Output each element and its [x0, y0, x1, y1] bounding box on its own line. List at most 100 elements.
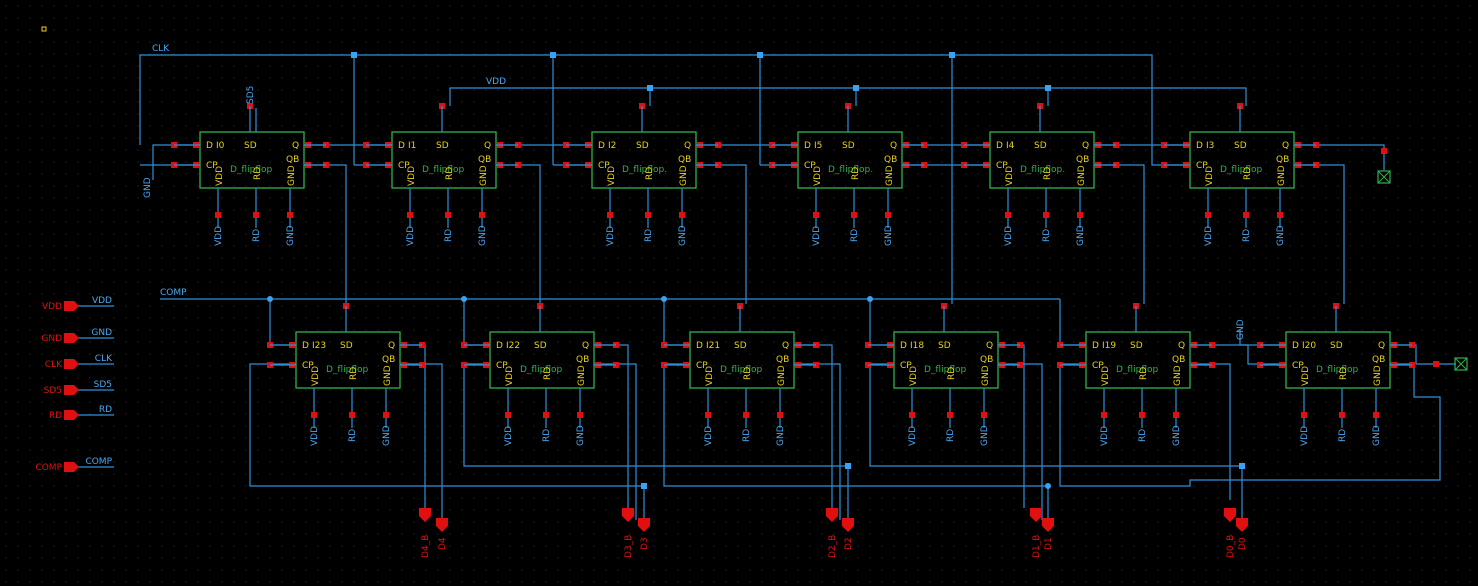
- port-pin-label: COMP: [35, 463, 62, 473]
- net-label-rd: RD: [1242, 229, 1252, 242]
- output-arrow-icon: [1236, 518, 1248, 532]
- pin-supply-terminal: [777, 412, 783, 418]
- cell-name: D_flipflop: [1116, 365, 1158, 375]
- instance-name: I20: [1302, 341, 1316, 351]
- net-label-rd: RD: [252, 229, 262, 242]
- port-net-label: RD: [99, 405, 112, 415]
- pin-label-sd: SD: [938, 341, 951, 351]
- pin-label-sd: SD: [244, 141, 257, 151]
- pin-label-vdd: VDD: [311, 366, 321, 386]
- pin-label-vdd: VDD: [1101, 366, 1111, 386]
- pin-supply-terminal: [1139, 412, 1145, 418]
- pin-supply-terminal: [479, 212, 485, 218]
- pin-label-rd: RD: [349, 367, 359, 380]
- port-arrow-icon: [64, 333, 79, 343]
- port-net-label: GND: [91, 328, 112, 338]
- pin-label-qb: QB: [1076, 155, 1089, 165]
- net-label-vdd: VDD: [504, 426, 514, 446]
- instance-name: I18: [910, 341, 924, 351]
- port-pin-label: SD5: [44, 386, 62, 396]
- pin-label-gnd: GND: [1077, 165, 1087, 186]
- net-label-gnd-left: GND: [143, 177, 153, 198]
- instance-name: I19: [1102, 341, 1116, 351]
- pin-supply-terminal: [1101, 412, 1107, 418]
- flipflop-body: [591, 131, 697, 189]
- net-label-gnd: GND: [1076, 225, 1086, 246]
- cell-name: D_flipflop: [720, 365, 762, 375]
- pin-label-sd: SD: [734, 341, 747, 351]
- pin-label-d: D: [900, 341, 907, 351]
- pin-supply-terminal: [705, 412, 711, 418]
- pin-supply-terminal: [287, 212, 293, 218]
- port-net-label: VDD: [92, 296, 112, 306]
- pin-supply-terminal: [1277, 212, 1283, 218]
- net-label-rd: RD: [850, 229, 860, 242]
- pin-label-qb: QB: [776, 355, 789, 365]
- pin-label-cp: CP: [302, 361, 314, 371]
- net-label-rd: RD: [542, 429, 552, 442]
- pin-label-gnd: GND: [885, 165, 895, 186]
- pin-label-qb: QB: [576, 355, 589, 365]
- pin-label-q: Q: [484, 141, 491, 151]
- port-net-label: SD5: [94, 380, 112, 390]
- net-label-gnd-right: GND: [1236, 319, 1246, 340]
- flipflop-body: [199, 131, 305, 189]
- net-label-vdd: VDD: [908, 426, 918, 446]
- pin-supply-terminal: [445, 212, 451, 218]
- pin-label-vdd: VDD: [607, 166, 617, 186]
- pin-label-d: D: [696, 341, 703, 351]
- output-arrow-icon: [1224, 508, 1236, 522]
- instance-name: I5: [814, 141, 822, 151]
- pin-label-gnd: GND: [287, 165, 297, 186]
- flipflop-body: [391, 131, 497, 189]
- pin-label-vdd: VDD: [705, 366, 715, 386]
- net-label-rd: RD: [1138, 429, 1148, 442]
- pin-label-vdd: VDD: [813, 166, 823, 186]
- net-label-gnd: GND: [576, 425, 586, 446]
- net-label-rd: RD: [1042, 229, 1052, 242]
- flipflop-body: [1189, 131, 1295, 189]
- instance-name: I2: [608, 141, 616, 151]
- pin-supply-terminal: [349, 412, 355, 418]
- net-label-vdd: VDD: [1004, 226, 1014, 246]
- pin-supply-terminal: [577, 412, 583, 418]
- pin-label-q: Q: [1178, 341, 1185, 351]
- pin-supply-terminal: [981, 412, 987, 418]
- pin-label-rd: RD: [645, 167, 655, 180]
- net-label-gnd: GND: [1372, 425, 1382, 446]
- pin-supply-terminal: [1077, 212, 1083, 218]
- pin-label-cp: CP: [206, 161, 218, 171]
- pin-label-rd: RD: [1139, 367, 1149, 380]
- pin-supply-terminal: [679, 212, 685, 218]
- pin-supply-terminal: [407, 212, 413, 218]
- pin-label-d: D: [1292, 341, 1299, 351]
- pin-supply-terminal: [1205, 212, 1211, 218]
- output-arrow-icon: [638, 518, 650, 532]
- net-label-gnd: GND: [678, 225, 688, 246]
- net-label-vdd: VDD: [1300, 426, 1310, 446]
- cell-name: D_flipflop: [924, 365, 966, 375]
- pin-label-cp: CP: [1196, 161, 1208, 171]
- net-label-vdd: VDD: [310, 426, 320, 446]
- output-arrow-icon: [419, 508, 431, 522]
- pin-label-cp: CP: [996, 161, 1008, 171]
- flipflop-body: [797, 131, 903, 189]
- instance-name: I21: [706, 341, 720, 351]
- pin-supply-terminal: [1301, 412, 1307, 418]
- pin-label-rd: RD: [947, 367, 957, 380]
- output-label-d: D4: [438, 537, 448, 550]
- pin-label-d: D: [598, 141, 605, 151]
- pin-label-cp: CP: [696, 361, 708, 371]
